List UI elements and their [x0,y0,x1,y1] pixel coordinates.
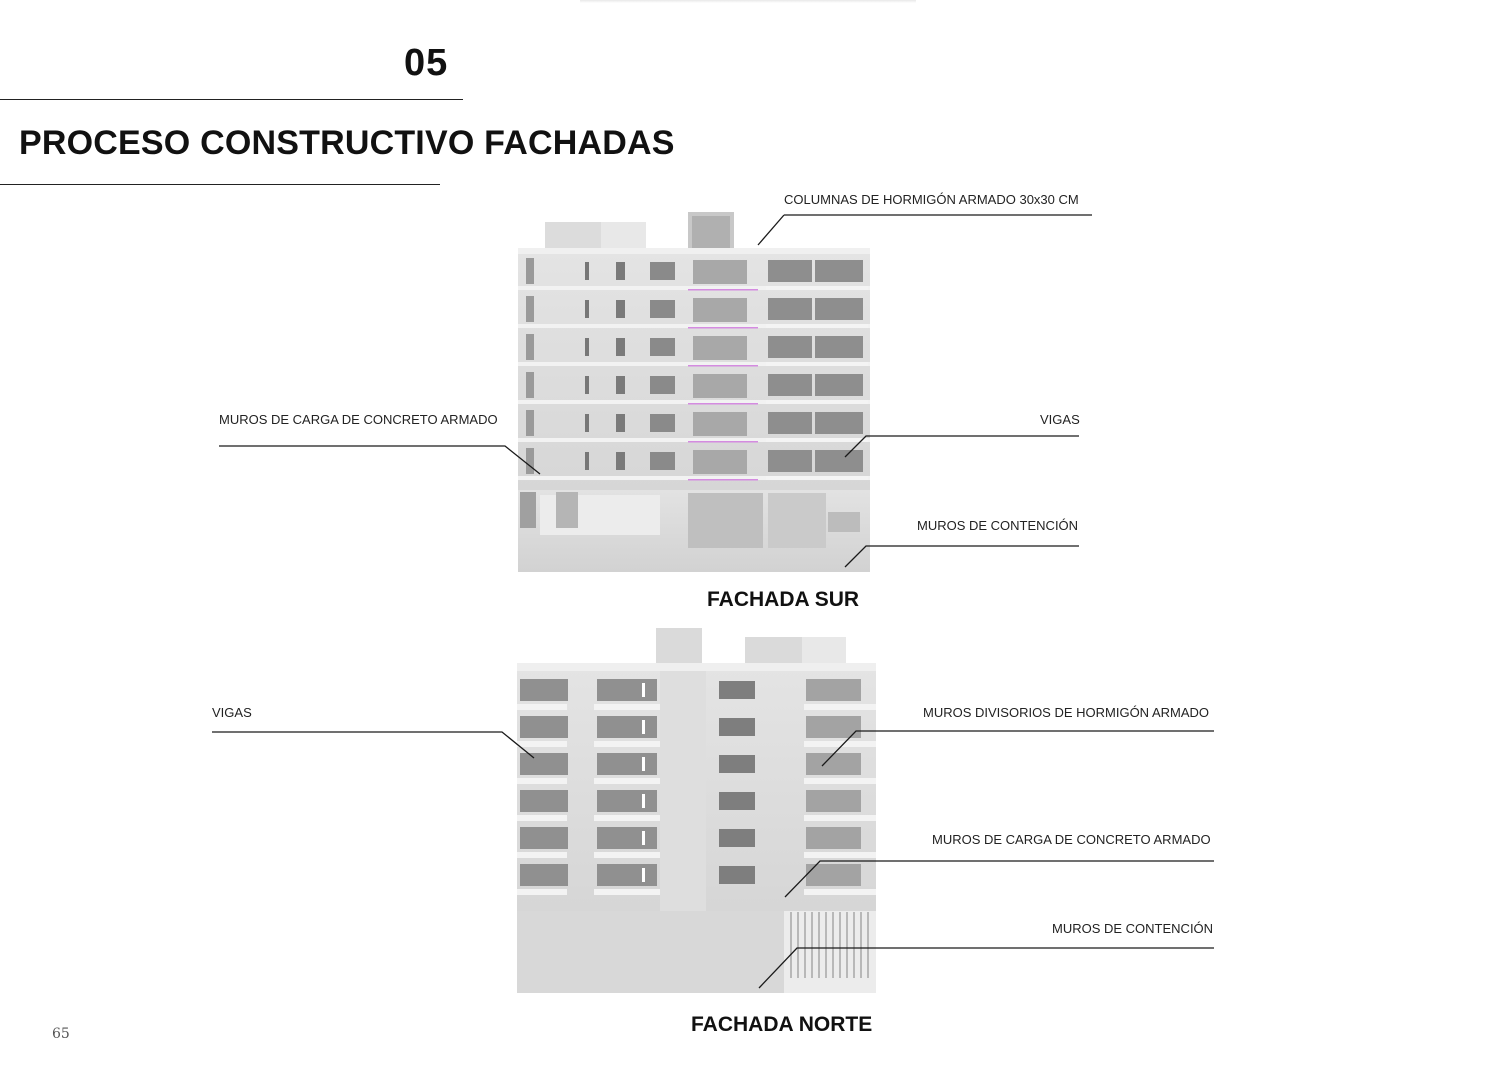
section-number: 05 [404,42,449,84]
caption-fachada-sur: FACHADA SUR [707,588,860,611]
fachada-norte-building [517,628,876,993]
label-norte-vigas: VIGAS [212,705,252,720]
page-title: PROCESO CONSTRUCTIVO FACHADAS [19,124,675,162]
label-columnas-hormigon: COLUMNAS DE HORMIGÓN ARMADO 30x30 CM [784,192,1079,207]
label-norte-muros-contencion: MUROS DE CONTENCIÓN [1052,921,1214,936]
label-sur-vigas: VIGAS [1040,412,1080,427]
fachada-sur-building [518,212,870,572]
label-sur-muros-carga: MUROS DE CARGA DE CONCRETO ARMADO [219,412,498,427]
label-sur-muros-contencion: MUROS DE CONTENCIÓN [917,518,1079,533]
page-number: 65 [52,1026,70,1042]
label-muros-divisorios: MUROS DIVISORIOS DE HORMIGÓN ARMADO [923,705,1210,720]
title-rule [0,184,440,185]
section-rule [0,99,463,100]
leader-lines [212,214,1214,989]
top-edge-shadow [580,0,916,3]
label-norte-muros-carga: MUROS DE CARGA DE CONCRETO ARMADO [932,832,1211,847]
caption-fachada-norte: FACHADA NORTE [691,1013,873,1036]
